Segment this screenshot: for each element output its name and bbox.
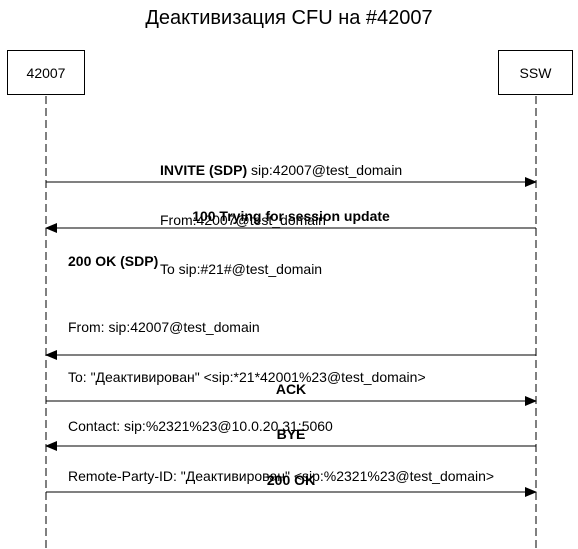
invite-from: From:42007@test_domain <box>160 211 326 228</box>
participant-left-box: 42007 <box>7 50 85 95</box>
ok-sdp-remote-party-id: Remote-Party-ID: "Деактивирован" <sip:%2… <box>68 467 495 484</box>
invite-uri: sip:42007@test_domain <box>247 162 403 178</box>
ok-sdp-from: From: sip:42007@test_domain <box>68 319 260 335</box>
invite-line-1: INVITE (SDP) sip:42007@test_domain <box>160 162 402 179</box>
ok-sdp-to: To: "Деактивирован" <sip:*21*42001%23@te… <box>68 368 426 385</box>
participant-right-box: SSW <box>498 50 573 95</box>
ok-sdp-contact: Contact: sip:%2321%23@10.0.20.31:5060 <box>68 418 333 434</box>
ok-label: 200 OK <box>266 472 316 488</box>
ack-label: ACK <box>275 381 307 397</box>
trying-label: 100 Trying for session update <box>192 208 390 224</box>
invite-message: INVITE (SDP) sip:42007@test_domain From:… <box>160 129 402 294</box>
participant-left-label: 42007 <box>26 64 66 81</box>
invite-to: To sip:#21#@test_domain <box>160 261 323 277</box>
diagram-title: Деактивизация CFU на #42007 <box>145 7 433 29</box>
ok-sdp-headers: From: sip:42007@test_domain To: "Деактив… <box>68 286 494 501</box>
invite-method: INVITE (SDP) <box>160 162 248 178</box>
bye-label: BYE <box>276 426 306 442</box>
participant-right-label: SSW <box>519 64 552 81</box>
ok-sdp-heading: 200 OK (SDP) <box>68 253 159 269</box>
